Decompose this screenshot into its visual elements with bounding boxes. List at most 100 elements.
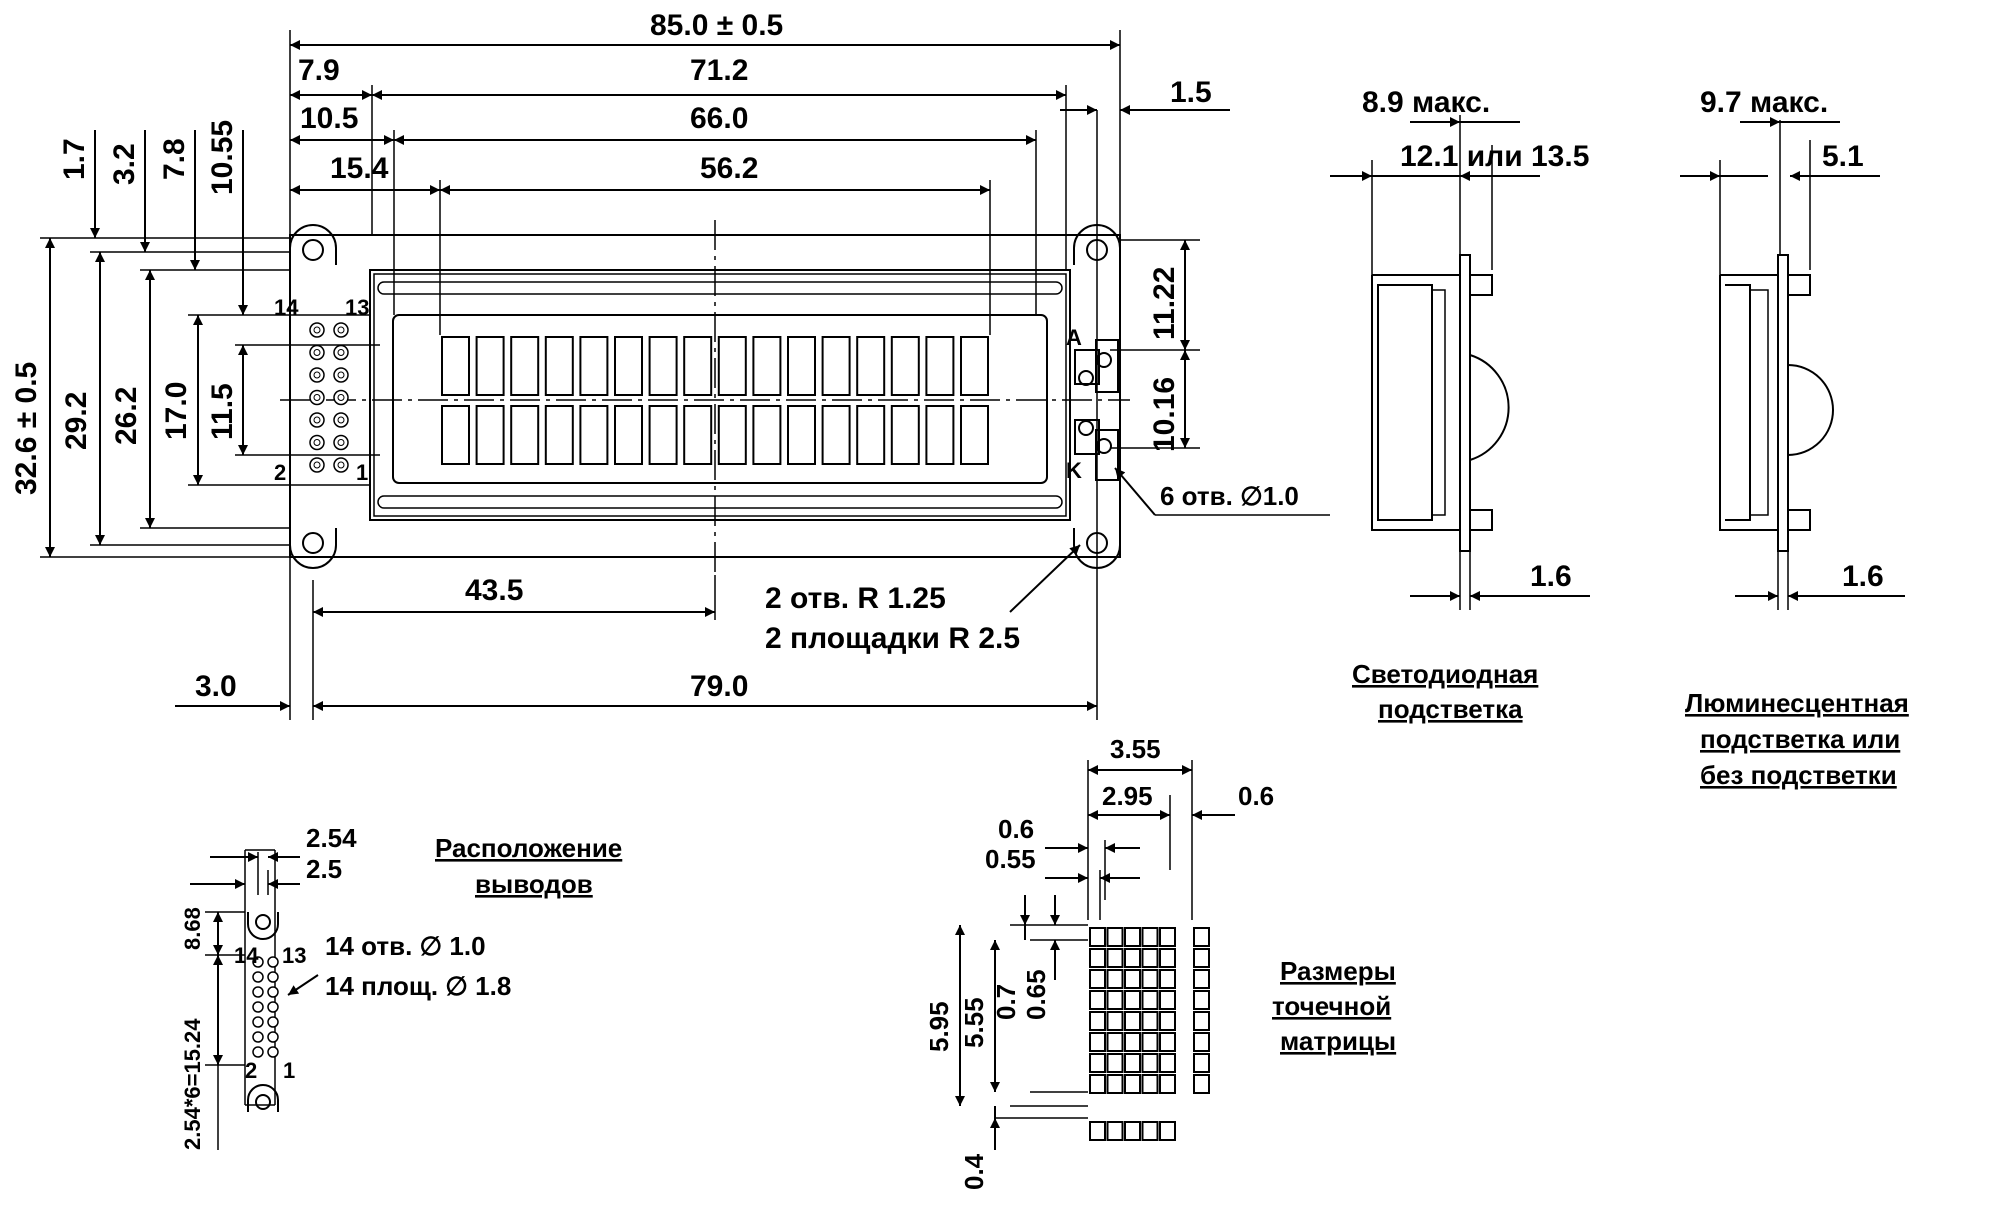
cursor-cell [1141,1121,1159,1141]
character-cell [890,405,920,465]
bezel-outline [369,269,1071,521]
character-cell [441,336,470,396]
dot-cell-next [1193,948,1210,968]
dim-3-2: 3.2 [108,143,141,185]
character-cell [579,336,609,396]
backlight-pins [1074,339,1119,481]
pinout-detail: 14 13 2 1 2.54 2.5 8.68 2.54*6=15.24 14 … [180,823,622,1150]
dim-led-8-9: 8.9 макс. [1362,86,1490,119]
note-6-holes: 6 отв. ∅1.0 [1160,481,1299,511]
note-2-pads: 2 площадки R 2.5 [765,622,1020,655]
character-cell [787,405,816,465]
dim-dot-0-65: 0.65 [1021,969,1051,1020]
character-cell [544,336,574,396]
dim-79-0: 79.0 [690,670,748,703]
dot-cell [1106,1032,1124,1052]
character-cell [475,336,505,396]
dot-cell [1106,1011,1124,1031]
dot-cell [1159,990,1176,1010]
dot-cell [1159,969,1176,989]
dot-cell [1141,1053,1159,1073]
dot-cell [1089,1011,1106,1031]
cursor-cell [1124,1121,1141,1141]
pin-hole [337,371,345,379]
cursor-cell [1106,1121,1124,1141]
label-pinout-1: Расположение [435,833,622,863]
character-cell [614,336,643,396]
cursor-cell [1089,1121,1106,1141]
front-view: 14 13 2 1 A K [274,220,1130,575]
dim-66-0: 66.0 [690,102,748,135]
character-cell [856,405,886,465]
pinout-pin [267,986,279,998]
pinout-pin [267,971,279,983]
character-cell [510,405,540,465]
pinout-pin [267,1016,279,1028]
dot-cell [1124,927,1141,947]
dot-cell [1159,948,1176,968]
dot-cell [1159,1032,1176,1052]
character-cell [648,336,678,396]
dim-1-7: 1.7 [58,138,91,180]
dim-dot-5-55: 5.55 [959,997,989,1048]
dot-cell [1106,1074,1124,1094]
dim-17-0: 17.0 [160,382,193,440]
dim-overall-width: 85.0 ± 0.5 [650,9,783,42]
pinout-pin [252,956,264,968]
dot-cell [1159,1074,1176,1094]
dim-lum-5-1: 5.1 [1822,140,1864,173]
label-lum-3: без подстветки [1700,760,1897,790]
note-14-pads: 14 площ. ∅ 1.8 [325,971,511,1001]
pin-hole [313,326,321,334]
dim-lum-9-7: 9.7 макс. [1700,86,1828,119]
character-cell [752,405,782,465]
dim-dot-0-6-right: 0.6 [1238,781,1274,811]
dot-cell [1141,990,1159,1010]
character-cell [441,405,470,465]
dim-1-5: 1.5 [1170,76,1212,109]
pinout-pins [252,956,279,1058]
dot-cell [1106,948,1124,968]
pin-hole [313,416,321,424]
dot-cell [1106,1053,1124,1073]
dot-cell [1141,1032,1159,1052]
dot-cell [1141,969,1159,989]
pin-label-k: K [1066,458,1082,483]
character-cell [856,336,886,396]
dot-cell [1141,1074,1159,1094]
dim-lum-1-6: 1.6 [1842,560,1884,593]
pinout-pin [252,1016,264,1028]
character-cell [614,405,643,465]
dim-11-5: 11.5 [206,383,239,440]
pin-hole [313,461,321,469]
label-lum-2: подстветка или [1700,724,1900,754]
dim-7-9: 7.9 [298,54,340,87]
dim-7-8: 7.8 [158,138,191,180]
dot-cell-next [1193,1032,1210,1052]
pinout-pin [252,1031,264,1043]
pin-hole [337,326,345,334]
dot-cell-next [1193,990,1210,1010]
dot-cell [1124,1053,1141,1073]
dot-matrix-detail: 3.55 2.95 0.6 0.6 0.55 0.7 0.65 5.95 5.5… [924,734,1396,1190]
dot-cell [1089,1053,1106,1073]
dot-cell [1089,948,1106,968]
pinout-pin [252,1001,264,1013]
dot-cell [1106,927,1124,947]
character-cell [960,405,989,465]
pin-hole [337,416,345,424]
pin-label-13: 13 [345,295,369,320]
character-cell [890,336,920,396]
pinout-pin [267,1046,279,1058]
pin-header [309,322,349,473]
character-cell [752,336,782,396]
side-view-luminescent: 9.7 макс. 5.1 1.6 Люминесцентная подстве… [1680,86,1909,790]
side-view-led: 8.9 макс. 12.1 или 13.5 1.6 Светодиодная… [1330,86,1590,724]
dim-led-12-1: 12.1 или 13.5 [1400,140,1589,173]
dim-10-16: 10.16 [1148,377,1181,452]
dim-11-22: 11.22 [1148,267,1181,340]
character-cell [960,336,989,396]
dim-10-55: 10.55 [206,120,239,195]
pin-label-2: 2 [274,460,286,485]
